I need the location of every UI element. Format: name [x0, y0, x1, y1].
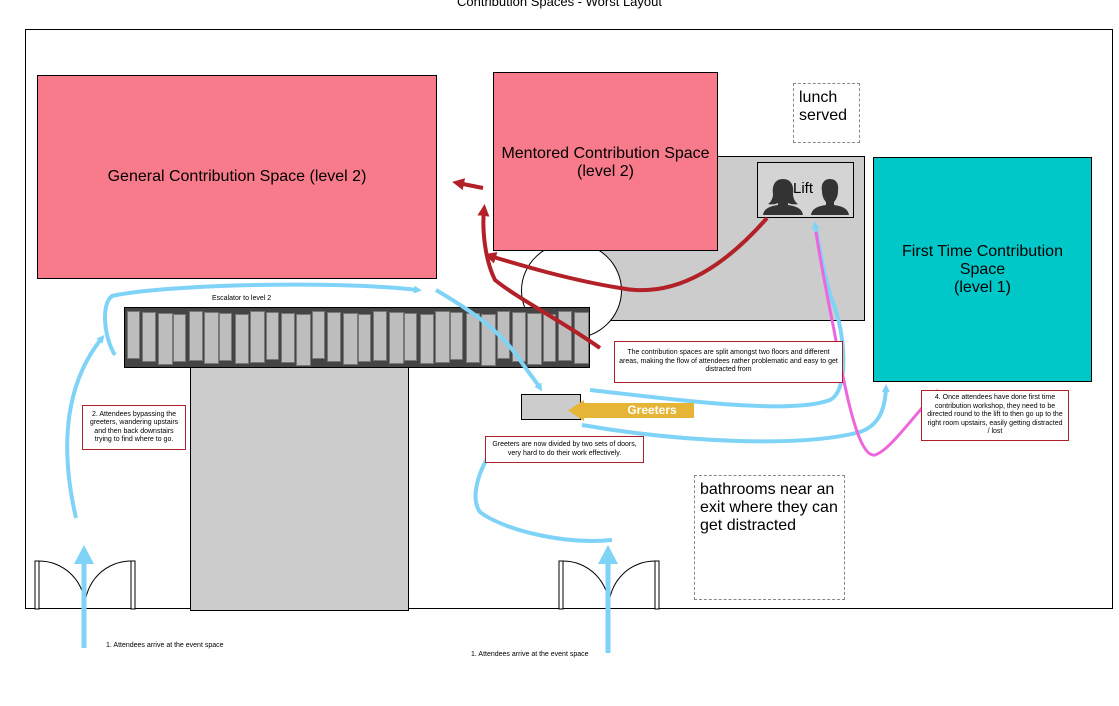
bathrooms-area: bathrooms near an exit where they can ge… — [694, 475, 845, 600]
entry-arrow-right — [598, 545, 618, 653]
note-bypass-text: 2. Attendees bypassing the greeters, wan… — [89, 410, 179, 444]
flow-left-up — [65, 334, 105, 519]
note-bypass: 2. Attendees bypassing the greeters, wan… — [82, 405, 186, 450]
escalator-step — [527, 313, 543, 365]
mentored-contribution-space: Mentored Contribution Space (level 2) — [493, 72, 718, 251]
first-time-label-3: (level 1) — [954, 279, 1011, 296]
person-icon — [811, 179, 849, 215]
escalator-step — [311, 311, 325, 359]
escalator — [124, 307, 590, 368]
escalator-step — [296, 314, 312, 366]
event-space-outline — [25, 29, 1113, 609]
note-flow-text: The contribution spaces are split amongs… — [619, 349, 838, 374]
general-space-label: General Contribution Space (level 2) — [107, 168, 367, 185]
escalator-step — [388, 312, 404, 364]
person-icon — [763, 179, 803, 215]
greeters-label: Greeters — [627, 403, 677, 417]
first-time-contribution-space: First Time Contribution Space (level 1) — [873, 157, 1092, 382]
escalator-step — [358, 314, 371, 362]
note-greeters-divided: Greeters are now divided by two sets of … — [485, 436, 644, 463]
entry-arrow-left — [74, 545, 94, 648]
flow-note-to-mentored — [477, 204, 602, 350]
bathrooms-label: bathrooms near an exit where they can ge… — [700, 481, 838, 534]
mentored-space-label-2: (level 2) — [577, 163, 634, 180]
flow-right-up — [473, 444, 613, 543]
escalator-step — [265, 312, 279, 360]
escalator-step — [173, 314, 187, 362]
lunch-label-1: lunch — [799, 89, 838, 106]
flow-mentored-to-general — [452, 178, 484, 191]
note-first-time: 4. Once attendees have done first time c… — [921, 390, 1069, 441]
escalator-step — [250, 311, 266, 363]
first-time-label-2: Space — [959, 261, 1006, 278]
flow-to-first-time — [581, 384, 890, 444]
note-first-time-text: 4. Once attendees have done first time c… — [927, 394, 1063, 436]
flow-lift-to-mentored — [484, 216, 769, 293]
arrival-label-left: 1. Attendees arrive at the event space — [106, 642, 224, 649]
lift-label: Lift — [793, 180, 814, 197]
note-greeters-text: Greeters are now divided by two sets of … — [492, 441, 637, 457]
escalator-label: Escalator to level 2 — [212, 295, 272, 302]
lunch-area: lunch served — [793, 83, 860, 143]
escalator-step — [157, 313, 173, 365]
escalator-step — [327, 312, 342, 362]
escalator-step — [373, 311, 388, 361]
lift: Lift — [757, 162, 854, 218]
escalator-step — [234, 314, 249, 364]
general-contribution-space: General Contribution Space (level 2) — [37, 75, 437, 279]
escalator-step — [281, 313, 295, 363]
escalator-step — [142, 312, 157, 362]
greeters-desk — [521, 394, 581, 420]
diagram-title: Contribution Spaces - Worst Layout — [457, 0, 662, 9]
flow-first-time-to-lift — [814, 231, 940, 457]
escalator-base — [190, 365, 409, 611]
greeters-arrow — [568, 400, 694, 421]
escalator-step — [342, 313, 358, 365]
note-flow-problem: The contribution spaces are split amongs… — [614, 341, 843, 383]
arrival-label-right: 1. Attendees arrive at the event space — [471, 651, 589, 658]
escalator-step — [435, 311, 450, 363]
flow-to-lift — [589, 221, 846, 409]
escalator-step — [404, 313, 418, 361]
escalator-step — [188, 311, 203, 361]
escalator-step — [127, 311, 140, 359]
flow-escalator-down — [434, 288, 543, 392]
lunch-label-2: served — [799, 107, 848, 124]
escalator-step — [219, 313, 233, 361]
escalator-step — [419, 314, 434, 364]
escalator-step — [204, 312, 219, 364]
mentored-space-label-1: Mentored Contribution Space — [501, 145, 710, 162]
escalator-step — [450, 312, 464, 360]
flow-escalator-up — [103, 282, 422, 357]
first-time-label-1: First Time Contribution — [902, 243, 1063, 260]
